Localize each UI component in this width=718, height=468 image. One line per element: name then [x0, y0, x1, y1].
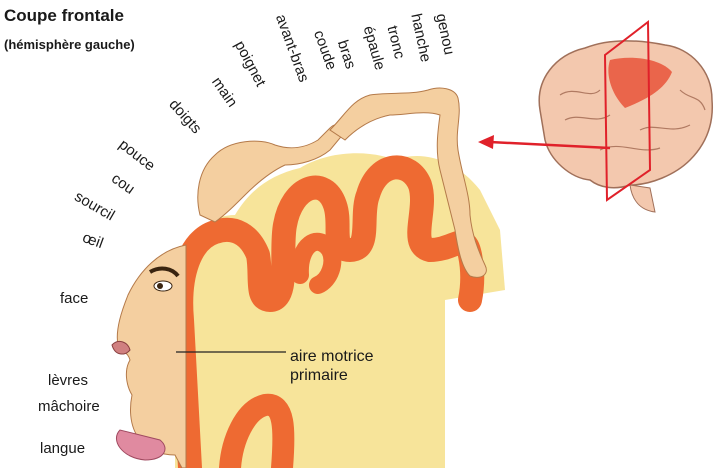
label-machoire: mâchoire — [38, 398, 100, 415]
homunculus-pupil — [157, 283, 163, 289]
diagram-title: Coupe frontale — [4, 6, 124, 26]
brainstem — [630, 185, 655, 212]
diagram-subtitle: (hémisphère gauche) — [4, 37, 135, 52]
label-levres: lèvres — [48, 372, 88, 389]
label-langue: langue — [40, 440, 85, 457]
motor-area-label: aire motrice primaire — [290, 347, 374, 385]
motor-area-label-line2: primaire — [290, 366, 374, 385]
label-face: face — [60, 290, 88, 307]
pointer-arrow-head — [478, 135, 494, 149]
motor-area-label-line1: aire motrice — [290, 347, 374, 366]
